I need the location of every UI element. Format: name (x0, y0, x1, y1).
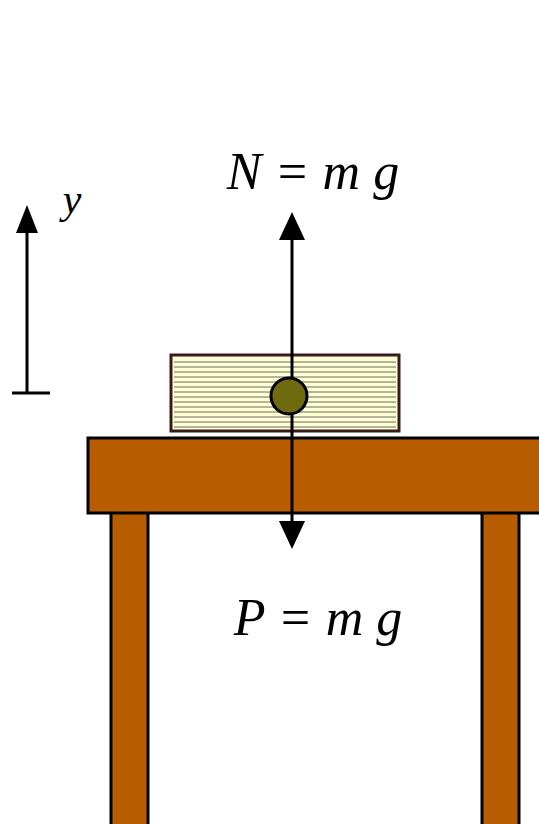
page-line (174, 367, 396, 368)
axis-origin-tick (12, 392, 50, 395)
force-vectors (271, 212, 307, 549)
arrow-head (279, 521, 305, 549)
table (88, 438, 539, 824)
force-label: P = m g (234, 592, 402, 644)
page-line (174, 422, 396, 423)
y-axis (12, 205, 50, 393)
table-leg (111, 506, 148, 824)
center-of-mass (271, 378, 307, 414)
arrow-head (279, 212, 305, 240)
page-line (174, 417, 396, 418)
page-line (174, 372, 396, 373)
arrow-head (16, 205, 38, 233)
page-line (174, 362, 396, 363)
book-body (171, 355, 399, 431)
page-line (174, 427, 396, 428)
book (171, 355, 399, 431)
table-leg (482, 506, 519, 824)
axis-label: y (63, 178, 82, 220)
normal-force-arrow (291, 236, 294, 396)
table-top (88, 438, 539, 513)
book-pages (174, 362, 396, 427)
axis-line (26, 228, 29, 393)
force-label: N = m g (227, 146, 399, 198)
